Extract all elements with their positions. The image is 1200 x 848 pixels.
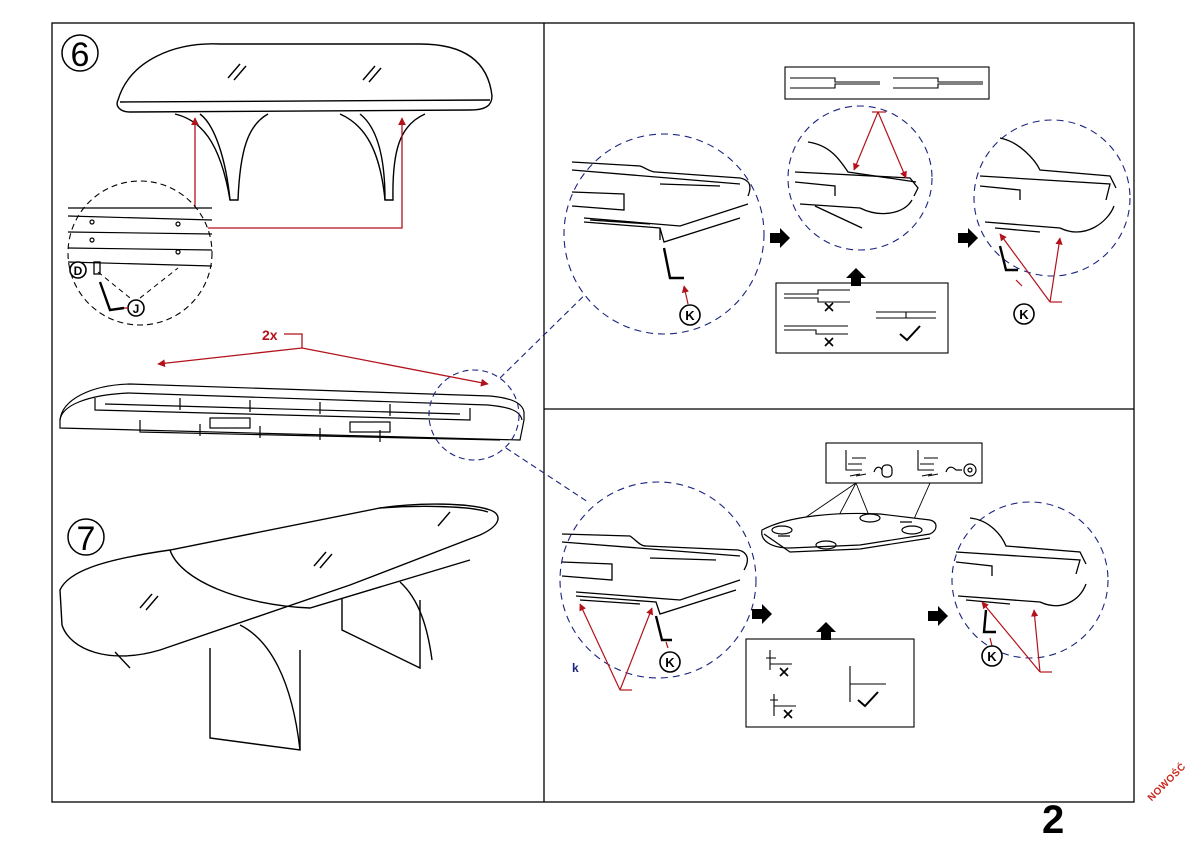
- hex-key-icon: [982, 609, 996, 634]
- quantity-callout: 2x: [157, 327, 489, 387]
- table-underside-view: [59, 383, 525, 442]
- table-top-glass-view: [116, 43, 493, 201]
- hex-key-k-label-e: K: [987, 649, 997, 664]
- step7-badge: 7: [67, 518, 105, 558]
- detail-pointer-lines: [191, 117, 406, 229]
- detail-circle-d: K k: [559, 481, 757, 691]
- table-extended-view: [59, 503, 499, 751]
- hex-key-label: J: [133, 302, 140, 316]
- panel-frames: [51, 22, 1135, 803]
- hex-key-icon: [654, 615, 672, 642]
- arrow-right-icon: [928, 606, 948, 626]
- check-icon: [899, 325, 921, 342]
- screw-icon: [93, 261, 101, 275]
- detail-circle-e: K: [951, 501, 1109, 673]
- mouse-icon: [873, 464, 893, 478]
- screw-label: D: [74, 264, 83, 278]
- detail-circle-screws: D J: [67, 180, 213, 326]
- small-k-label: k: [572, 661, 579, 675]
- arrow-up-icon: [846, 268, 866, 286]
- arrow-up-icon: [816, 622, 836, 640]
- arrow-right-icon: [770, 228, 790, 248]
- hex-key-k-label-c: K: [1019, 307, 1029, 322]
- hex-key-k-label-d: K: [665, 655, 675, 670]
- check-icon: [857, 691, 879, 708]
- edge-profile-box: [784, 66, 990, 100]
- hex-key-k-label-a: K: [685, 308, 695, 323]
- step6-number: 6: [71, 36, 90, 74]
- edge-check-box: [745, 638, 915, 728]
- detail-circle-b: [787, 105, 933, 251]
- step7-number: 7: [77, 520, 96, 558]
- hex-key-icon: [998, 245, 1018, 272]
- cross-icon: [779, 667, 793, 719]
- glass-panel-underside: [761, 512, 937, 553]
- quantity-label: 2x: [262, 327, 278, 343]
- tape-icon: [945, 463, 977, 477]
- step6-badge: 6: [61, 34, 99, 74]
- arrow-right-icon: [752, 604, 772, 624]
- page-number: 2: [1042, 798, 1065, 842]
- hex-key-icon: [662, 247, 684, 280]
- correct-alignment-box: [775, 282, 949, 354]
- zoom-circle: [428, 281, 599, 503]
- arrow-right-icon: [958, 228, 978, 248]
- hex-key-icon: [98, 281, 125, 312]
- adhesive-legend-box: [825, 442, 983, 484]
- detail-circle-a: K: [563, 133, 765, 335]
- cross-icon: [824, 302, 834, 347]
- detail-circle-c: K: [973, 119, 1131, 325]
